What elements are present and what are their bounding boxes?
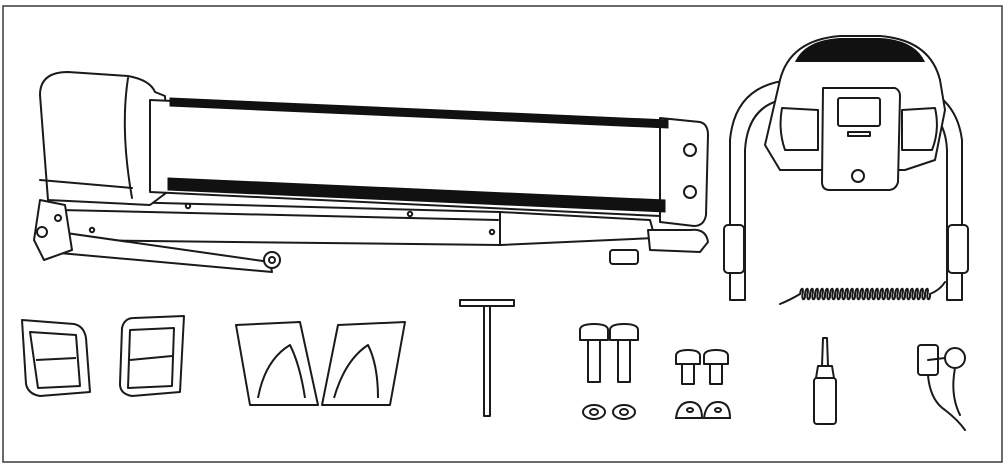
console-top-dark	[795, 38, 925, 62]
safety-key-icon	[917, 344, 966, 431]
coiled-cable-icon	[779, 281, 946, 305]
washer-icon	[582, 404, 606, 420]
bolt-icon	[609, 323, 639, 383]
base-cover-icon	[321, 321, 406, 406]
cover-icon	[21, 319, 91, 397]
treadmill-belt-icon	[167, 97, 669, 213]
t-wrench-icon	[459, 299, 515, 417]
bolt-icon	[675, 349, 701, 385]
curved-washer-icon	[674, 400, 704, 419]
washer-icon	[612, 404, 636, 420]
cover-icon	[119, 315, 185, 397]
base-cover-icon	[235, 321, 319, 406]
console-frame-icon	[723, 35, 969, 301]
curved-washer-icon	[702, 400, 732, 419]
diagram-frame	[2, 5, 1003, 463]
bolt-icon	[703, 349, 729, 385]
bolt-icon	[579, 323, 609, 383]
treadmill-deck-icon	[33, 71, 709, 273]
oil-bottle-icon	[813, 337, 837, 425]
